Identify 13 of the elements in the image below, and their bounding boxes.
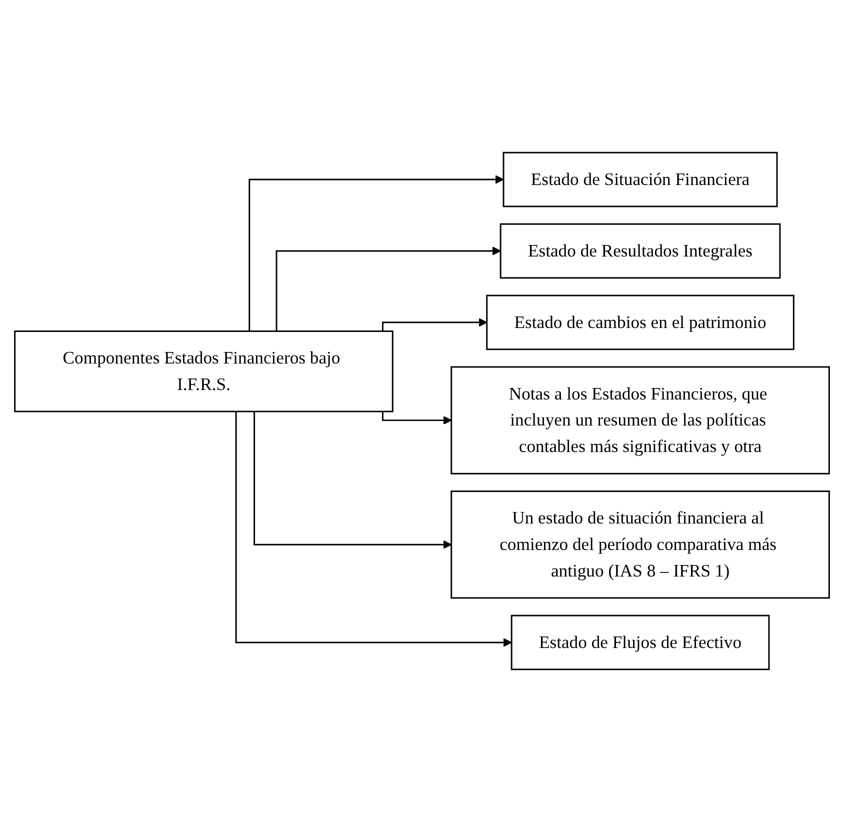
node-box: Estado de cambios en el patrimonio	[486, 294, 794, 350]
arrow	[276, 246, 501, 331]
arrow	[248, 174, 504, 331]
node-box: Componentes Estados Financieros bajo I.F.R.S.	[14, 330, 394, 412]
node-box: Un estado de situación financiera al comienzo del período comparativa más antiguo (IAS 8 – IFRS 1)	[450, 490, 830, 598]
node-box: Notas a los Estados Financieros, que incluyen un resumen de las políticas contables más significativas y otra	[450, 366, 830, 474]
arrow	[235, 411, 512, 646]
node-box: Estado de Flujos de Efectivo	[510, 614, 770, 670]
node-box: Estado de Resultados Integrales	[500, 222, 781, 278]
arrow	[382, 318, 488, 331]
node-box: Estado de Situación Financiera	[502, 151, 778, 207]
arrow	[382, 411, 452, 424]
arrow	[254, 411, 452, 548]
